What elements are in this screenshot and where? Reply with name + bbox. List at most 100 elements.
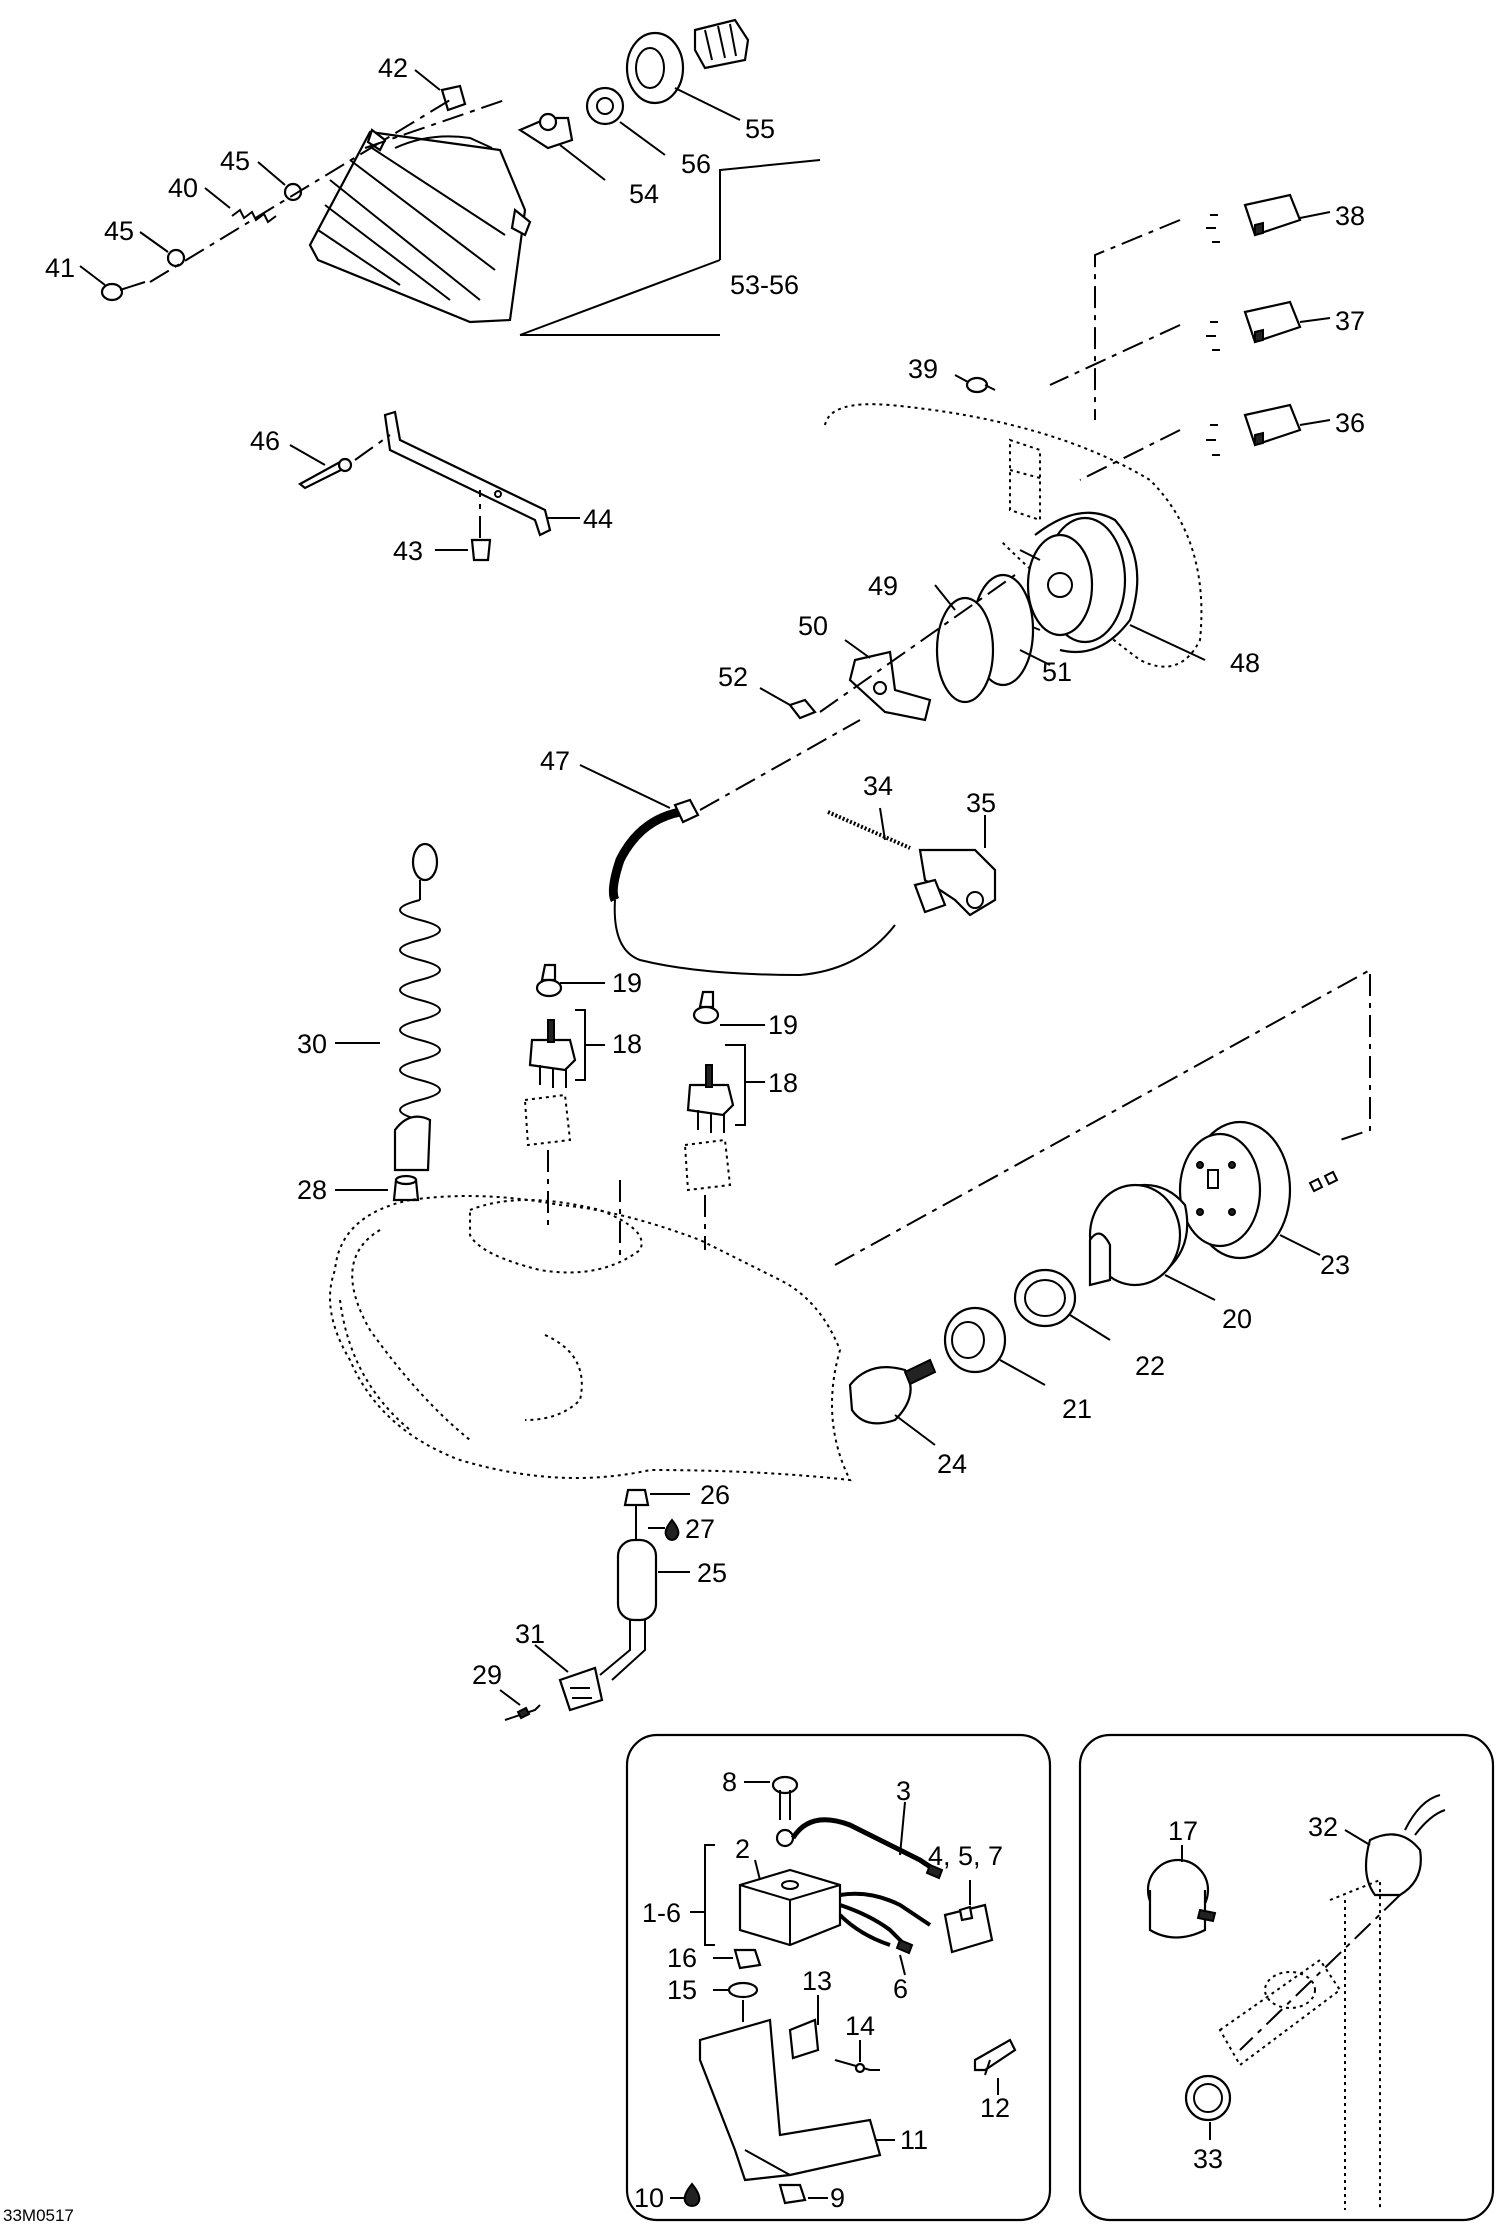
label-8: 8 [722, 1767, 737, 1797]
tie-14 [834, 2059, 880, 2074]
label-17: 17 [1168, 1816, 1198, 1846]
clip-13 [788, 2018, 820, 2060]
switch-36 [1206, 403, 1302, 456]
switch-38 [1206, 193, 1302, 243]
washer-45-upper [283, 182, 303, 202]
switch-18-right [686, 1064, 735, 1133]
label-10: 10 [634, 2183, 664, 2213]
screw-41 [100, 281, 146, 302]
label-37: 37 [1335, 306, 1365, 336]
label-34: 34 [863, 771, 893, 801]
label-54: 54 [629, 179, 659, 209]
label-36: 36 [1335, 408, 1365, 438]
ignition-switch-23 [1178, 1120, 1292, 1260]
connector-housing [693, 18, 750, 70]
bolt-8 [771, 1775, 799, 1820]
cable-tie-12 [973, 2038, 1017, 2076]
rubber-boot-55 [625, 31, 685, 105]
bracket-50 [848, 650, 932, 722]
label-42: 42 [378, 53, 408, 83]
switch-37 [1206, 300, 1302, 351]
cap-28 [392, 1174, 420, 1202]
threadlock-27 [664, 1518, 680, 1542]
threadlock-10 [683, 2182, 701, 2208]
label-28: 28 [297, 1175, 327, 1205]
drawing-code: 33M0517 [3, 2206, 74, 2225]
fitting-35 [913, 848, 997, 917]
inset-box-regulator [625, 1733, 1052, 2222]
label-23: 23 [1320, 1250, 1350, 1280]
wires-regulator [838, 1891, 932, 1955]
label-48: 48 [1230, 648, 1260, 678]
label-4-5-7: 4, 5, 7 [928, 1841, 1003, 1871]
o-ring-49 [935, 596, 995, 704]
label-21: 21 [1062, 1394, 1092, 1424]
washer-45-lower [166, 248, 186, 268]
label-44: 44 [583, 504, 613, 534]
ring-22 [1013, 1268, 1077, 1328]
tether-cord-30 [393, 842, 441, 1172]
speedometer-48 [1014, 511, 1139, 654]
switch-18-left [528, 1019, 577, 1088]
bulb-39 [965, 376, 996, 394]
label-47: 47 [540, 746, 570, 776]
console-outline-lower [329, 1195, 852, 1482]
label-11: 11 [900, 2125, 928, 2155]
label-14: 14 [845, 2011, 875, 2041]
label-53-56: 53-56 [730, 270, 799, 300]
headlamp-housing [308, 128, 532, 324]
label-20: 20 [1222, 1304, 1252, 1334]
cable-47 [608, 798, 896, 977]
regulator-2 [738, 1868, 842, 1947]
label-52: 52 [718, 662, 748, 692]
bezel-21 [943, 1306, 1007, 1374]
terminal-29 [504, 1704, 541, 1721]
adjuster-clip-42 [440, 84, 467, 112]
label-41: 41 [45, 253, 75, 283]
label-27: 27 [685, 1514, 715, 1544]
switch-17 [1146, 1858, 1217, 1939]
bulb-retainer-56 [585, 86, 625, 126]
connector-31 [558, 1666, 604, 1712]
label-3: 3 [896, 1776, 911, 1806]
label-45-lower: 45 [104, 216, 134, 246]
nut-52 [788, 698, 817, 720]
label-9: 9 [830, 2183, 845, 2213]
headlamp-bulb-54 [517, 112, 574, 150]
label-2: 2 [735, 1834, 750, 1864]
label-33: 33 [1193, 2144, 1223, 2174]
label-56: 56 [681, 149, 711, 179]
label-29: 29 [472, 1660, 502, 1690]
fuel-pump-25 [599, 1505, 658, 1681]
label-51: 51 [1042, 657, 1072, 687]
label-32: 32 [1308, 1812, 1338, 1842]
label-18-left: 18 [612, 1029, 642, 1059]
ring-33 [1184, 2074, 1232, 2122]
label-13: 13 [802, 1966, 832, 1996]
label-22: 22 [1135, 1351, 1165, 1381]
label-18-right: 18 [768, 1068, 798, 1098]
plug-43 [470, 538, 492, 562]
knob-19-left [535, 963, 563, 998]
label-43: 43 [393, 536, 423, 566]
mounting-nut-20 [1088, 1183, 1189, 1287]
key-24 [848, 1358, 937, 1425]
label-26: 26 [700, 1480, 730, 1510]
label-50: 50 [798, 611, 828, 641]
knob-19-right [692, 990, 720, 1025]
fitting-26 [623, 1488, 650, 1507]
sensor-32 [1364, 1794, 1446, 1897]
nut-16 [733, 1948, 762, 1970]
label-46: 46 [250, 426, 280, 456]
label-19-right: 19 [768, 1010, 798, 1040]
label-40: 40 [168, 173, 198, 203]
bracket-44 [383, 410, 552, 537]
label-12: 12 [980, 2093, 1010, 2123]
label-19-left: 19 [612, 968, 642, 998]
connector-4-5-7 [943, 1903, 994, 1954]
cable-34 [827, 810, 911, 850]
label-25: 25 [697, 1558, 727, 1588]
wire-3 [775, 1817, 944, 1880]
label-24: 24 [937, 1449, 967, 1479]
